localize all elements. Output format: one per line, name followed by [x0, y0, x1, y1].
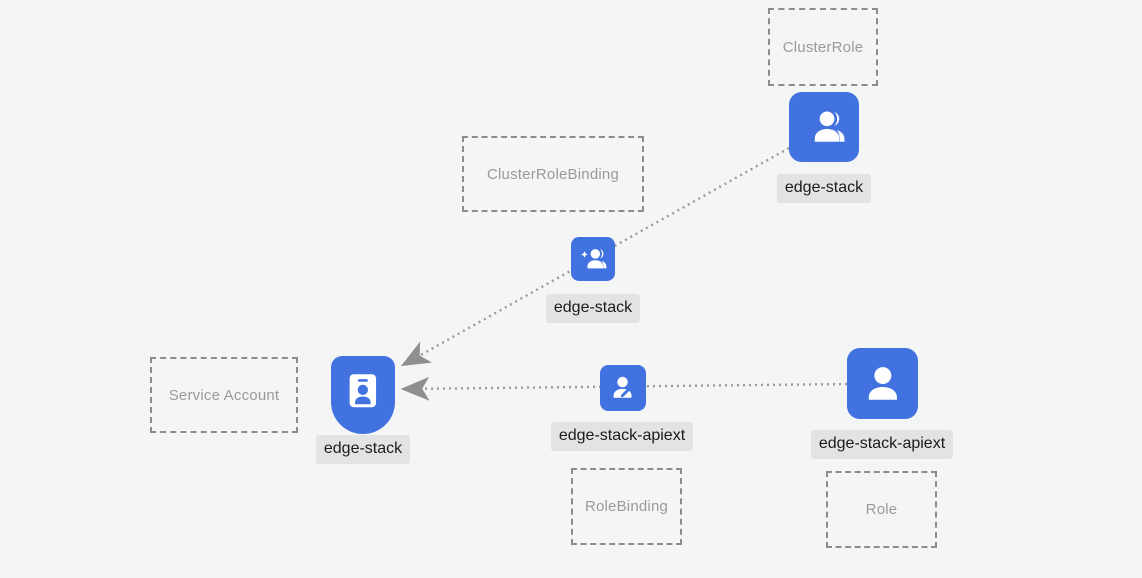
group-users-icon[interactable]: [789, 92, 859, 162]
group-label-rolebinding: RoleBinding: [584, 498, 669, 515]
node-label-clusterrolebinding: edge-stack: [545, 294, 641, 323]
group-box-service-account[interactable]: Service Account: [150, 357, 298, 433]
node-label-rolebinding: edge-stack-apiext: [550, 422, 694, 451]
group-label-clusterrolebinding: ClusterRoleBinding: [486, 165, 619, 183]
id-badge-icon[interactable]: [331, 356, 395, 434]
group-box-clusterrolebinding[interactable]: ClusterRoleBinding: [462, 136, 644, 212]
person-edit-icon[interactable]: [600, 365, 646, 411]
person-icon[interactable]: [847, 348, 918, 419]
group-label-role: Role: [865, 501, 898, 518]
group-label-service-account: Service Account: [168, 386, 280, 404]
group-label-clusterrole: ClusterRole: [782, 38, 864, 56]
node-label-role: edge-stack-apiext: [810, 430, 954, 459]
group-box-clusterrole[interactable]: ClusterRole: [768, 8, 878, 86]
group-box-rolebinding[interactable]: RoleBinding: [571, 468, 682, 545]
person-add-icon[interactable]: [571, 237, 615, 281]
node-label-clusterrole: edge-stack: [776, 174, 872, 203]
group-box-role[interactable]: Role: [826, 471, 937, 548]
node-label-service-account: edge-stack: [315, 435, 411, 464]
